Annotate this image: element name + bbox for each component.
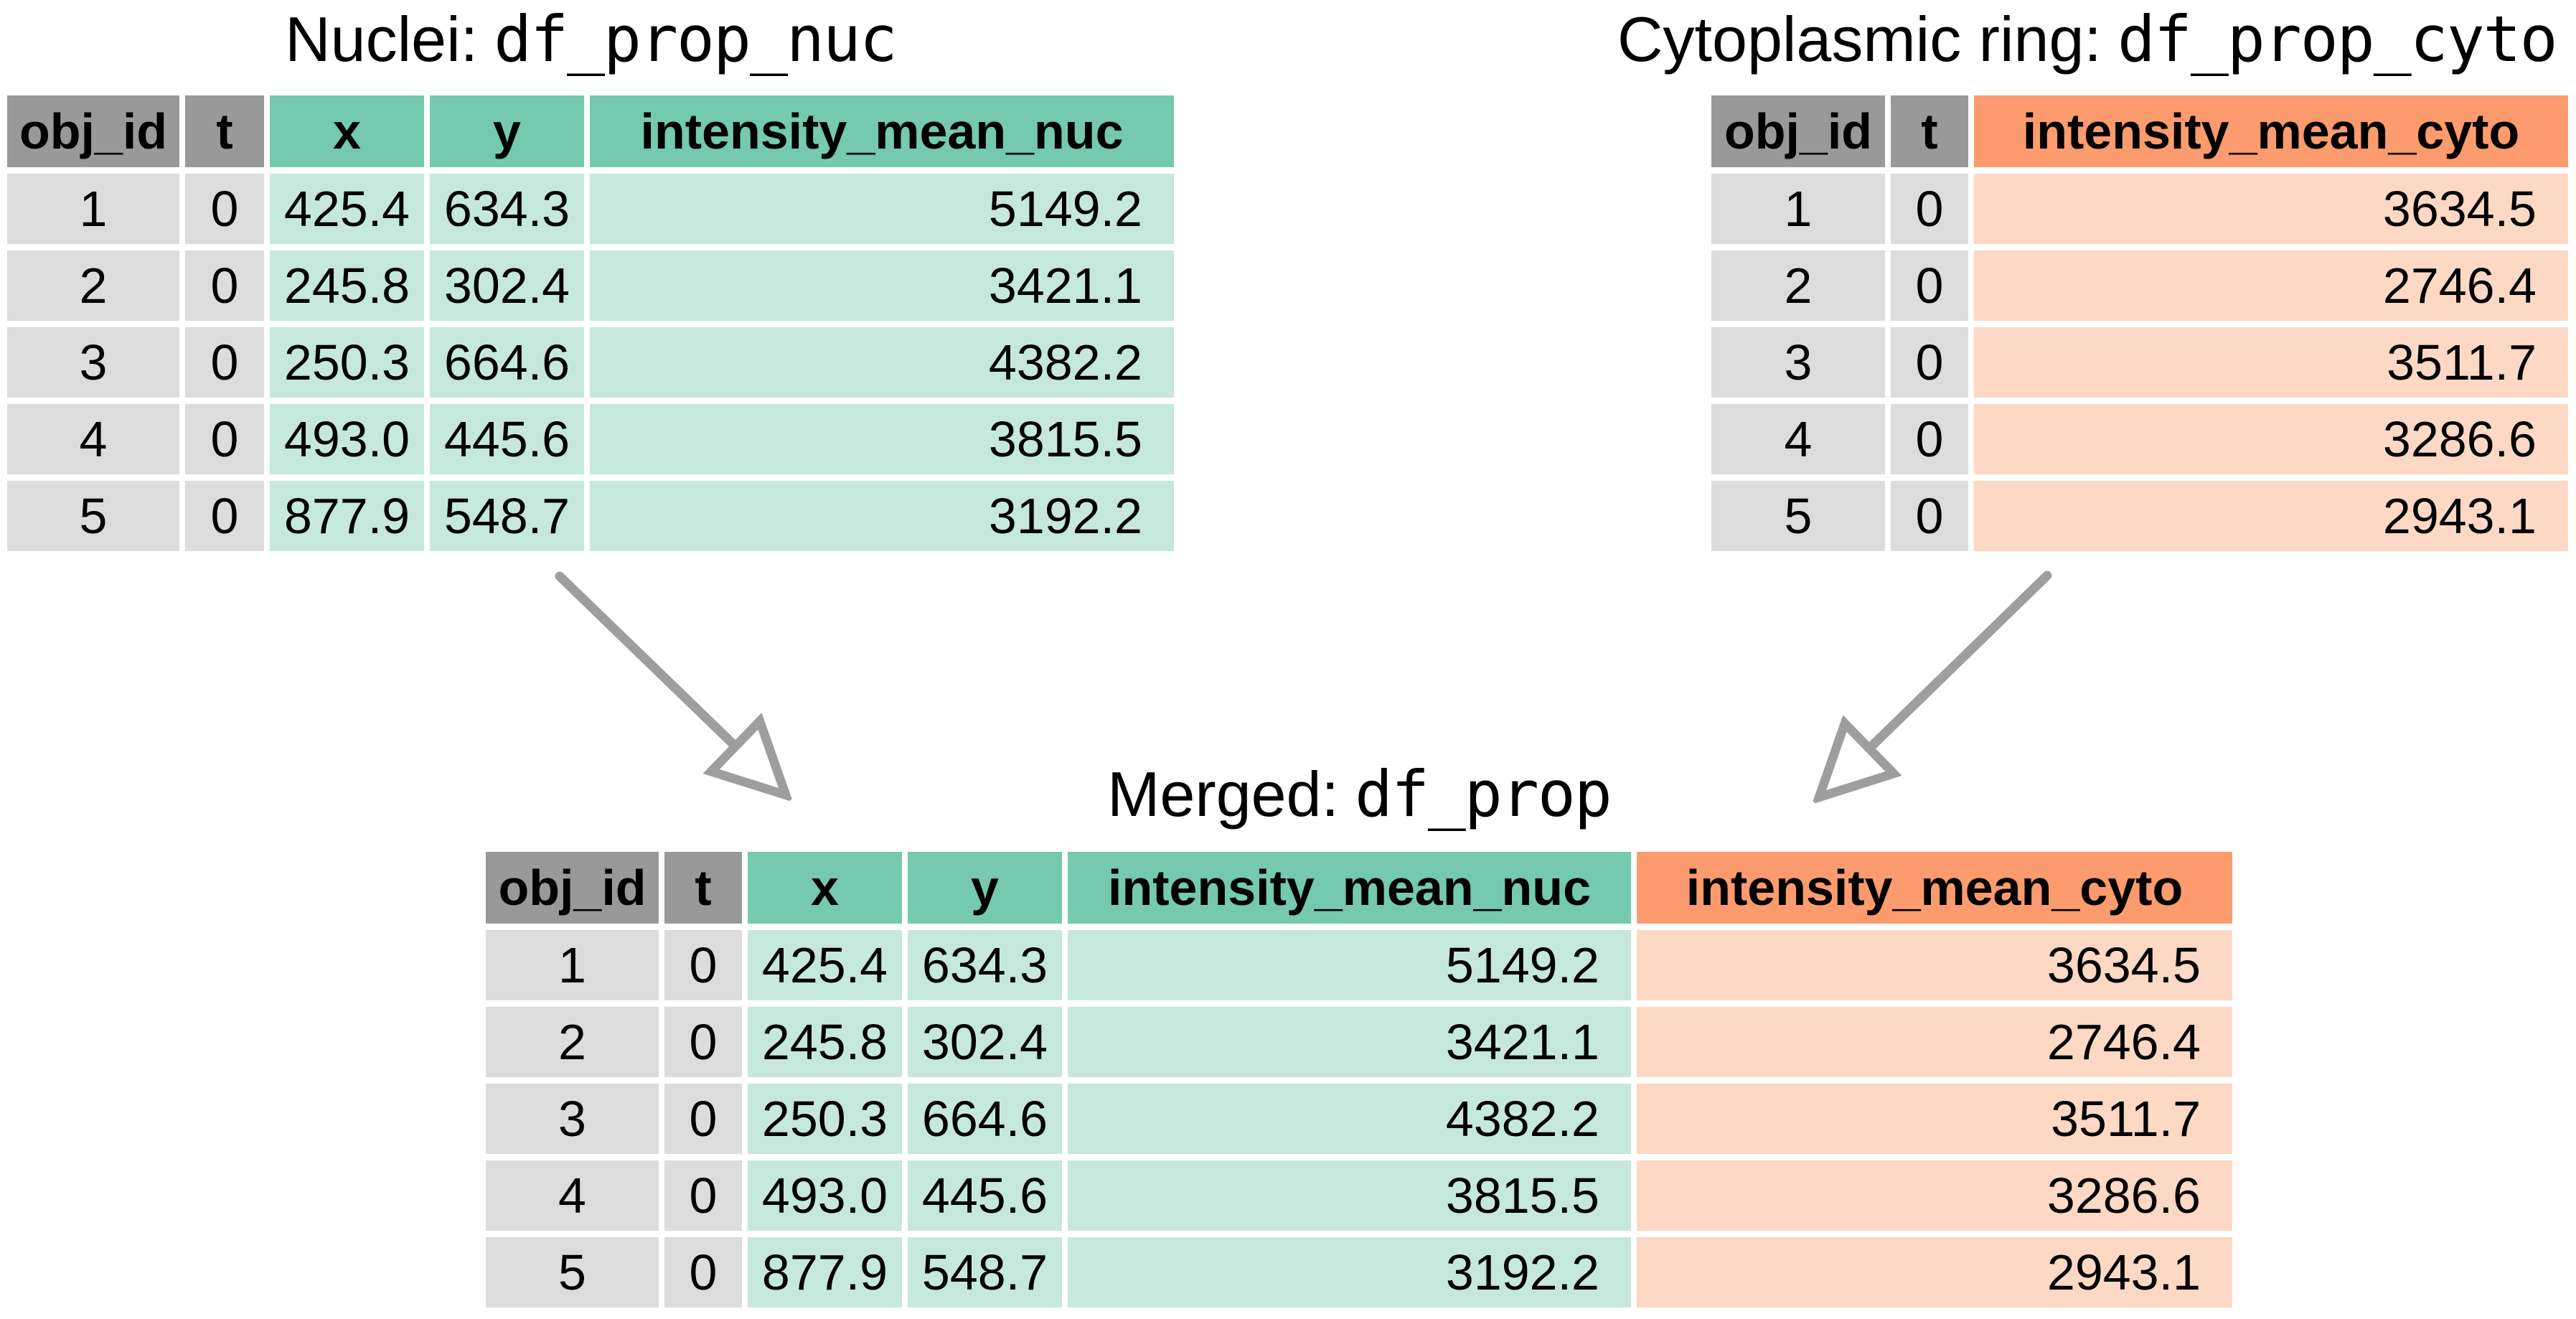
data-cell: 250.3 <box>270 327 424 398</box>
data-cell: 2746.4 <box>1637 1007 2232 1077</box>
data-cell: 4 <box>7 404 179 474</box>
header-cell-intensity_mean_cyto: intensity_mean_cyto <box>1637 852 2232 924</box>
data-cell: 1 <box>7 174 179 244</box>
merged-title-text: Merged: <box>1107 759 1339 830</box>
data-cell: 3286.6 <box>1637 1160 2232 1231</box>
data-cell: 445.6 <box>430 404 584 474</box>
data-cell: 4382.2 <box>590 327 1174 398</box>
data-cell: 302.4 <box>908 1007 1062 1077</box>
data-cell: 548.7 <box>430 481 584 551</box>
data-cell: 0 <box>185 404 264 474</box>
data-cell: 3192.2 <box>590 481 1174 551</box>
data-cell: 4382.2 <box>1068 1084 1631 1154</box>
data-cell: 445.6 <box>908 1160 1062 1231</box>
data-cell: 0 <box>185 250 264 321</box>
cyto-title-code: df_prop_cyto <box>2117 2 2558 76</box>
data-cell: 493.0 <box>270 404 424 474</box>
merged-table-title: Merged:df_prop <box>486 758 2232 830</box>
data-cell: 2 <box>7 250 179 321</box>
data-cell: 425.4 <box>748 930 902 1000</box>
header-cell-t: t <box>664 852 742 924</box>
data-cell: 3421.1 <box>1068 1007 1631 1077</box>
data-cell: 0 <box>1891 327 1968 398</box>
data-cell: 2943.1 <box>1637 1237 2232 1308</box>
data-cell: 548.7 <box>908 1237 1062 1308</box>
data-cell: 0 <box>1891 481 1968 551</box>
merged-title-code: df_prop <box>1354 757 1612 831</box>
cyto-title-text: Cytoplasmic ring: <box>1617 4 2102 75</box>
data-cell: 0 <box>664 1084 742 1154</box>
data-cell: 4 <box>1711 404 1885 474</box>
data-cell: 3511.7 <box>1974 327 2568 398</box>
data-cell: 0 <box>664 1160 742 1231</box>
data-cell: 1 <box>486 930 659 1000</box>
data-cell: 493.0 <box>748 1160 902 1231</box>
data-cell: 3286.6 <box>1974 404 2568 474</box>
data-cell: 0 <box>1891 404 1968 474</box>
data-cell: 245.8 <box>270 250 424 321</box>
header-cell-y: y <box>908 852 1062 924</box>
header-cell-t: t <box>1891 95 1968 167</box>
arrow-nuclei-to-merged <box>555 571 735 746</box>
data-cell: 425.4 <box>270 174 424 244</box>
header-cell-t: t <box>185 95 264 167</box>
header-cell-obj_id: obj_id <box>1711 95 1885 167</box>
data-cell: 3815.5 <box>590 404 1174 474</box>
nuclei-title-text: Nuclei: <box>285 4 479 75</box>
data-cell: 2 <box>486 1007 659 1077</box>
header-cell-obj_id: obj_id <box>486 852 659 924</box>
data-cell: 2 <box>1711 250 1885 321</box>
data-cell: 245.8 <box>748 1007 902 1077</box>
data-cell: 664.6 <box>430 327 584 398</box>
data-cell: 0 <box>185 327 264 398</box>
data-cell: 0 <box>664 1237 742 1308</box>
nuclei-table-title: Nuclei:df_prop_nuc <box>7 3 1174 75</box>
data-cell: 2746.4 <box>1974 250 2568 321</box>
data-cell: 5149.2 <box>1068 930 1631 1000</box>
data-cell: 3634.5 <box>1974 174 2568 244</box>
header-cell-intensity_mean_cyto: intensity_mean_cyto <box>1974 95 2568 167</box>
data-cell: 3634.5 <box>1637 930 2232 1000</box>
data-cell: 5149.2 <box>590 174 1174 244</box>
data-cell: 1 <box>1711 174 1885 244</box>
header-cell-x: x <box>270 95 424 167</box>
data-cell: 3 <box>1711 327 1885 398</box>
data-cell: 5 <box>7 481 179 551</box>
data-cell: 0 <box>1891 174 1968 244</box>
header-cell-intensity_mean_nuc: intensity_mean_nuc <box>1068 852 1631 924</box>
data-cell: 634.3 <box>908 930 1062 1000</box>
data-cell: 0 <box>664 930 742 1000</box>
data-cell: 0 <box>185 174 264 244</box>
data-cell: 634.3 <box>430 174 584 244</box>
data-cell: 2943.1 <box>1974 481 2568 551</box>
header-cell-intensity_mean_nuc: intensity_mean_nuc <box>590 95 1174 167</box>
nuclei-title-code: df_prop_nuc <box>494 2 898 76</box>
data-cell: 5 <box>1711 481 1885 551</box>
data-cell: 664.6 <box>908 1084 1062 1154</box>
header-cell-y: y <box>430 95 584 167</box>
data-cell: 302.4 <box>430 250 584 321</box>
data-cell: 4 <box>486 1160 659 1231</box>
data-cell: 877.9 <box>748 1237 902 1308</box>
cyto-table-title: Cytoplasmic ring:df_prop_cyto <box>1617 2 2558 76</box>
data-cell: 3511.7 <box>1637 1084 2232 1154</box>
data-cell: 5 <box>486 1237 659 1308</box>
arrow-cyto-to-merged <box>1869 571 2052 748</box>
data-cell: 3421.1 <box>590 250 1174 321</box>
header-cell-obj_id: obj_id <box>7 95 179 167</box>
data-cell: 0 <box>1891 250 1968 321</box>
data-cell: 877.9 <box>270 481 424 551</box>
header-cell-x: x <box>748 852 902 924</box>
data-cell: 3815.5 <box>1068 1160 1631 1231</box>
data-cell: 0 <box>185 481 264 551</box>
data-cell: 3 <box>7 327 179 398</box>
data-cell: 250.3 <box>748 1084 902 1154</box>
data-cell: 3192.2 <box>1068 1237 1631 1308</box>
data-cell: 0 <box>664 1007 742 1077</box>
data-cell: 3 <box>486 1084 659 1154</box>
